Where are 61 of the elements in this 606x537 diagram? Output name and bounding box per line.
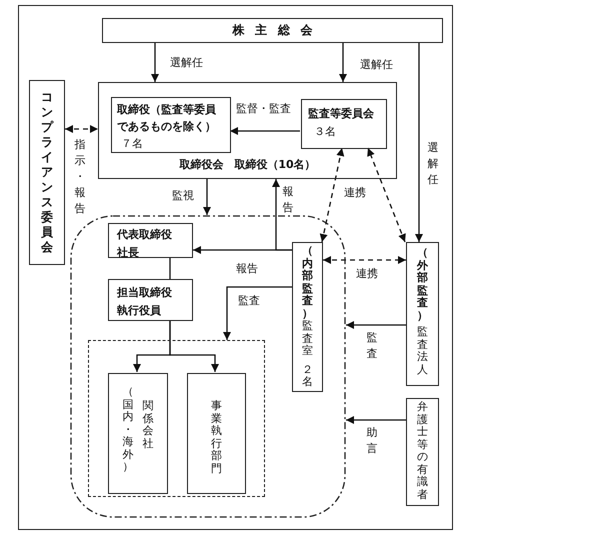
box-heading: 取締役（監査等委員であるものを除く） (117, 102, 217, 136)
arrow (230, 127, 300, 135)
box-label: （国内・海外） (122, 386, 134, 474)
edge-label: 監査 (238, 294, 260, 308)
arrow (169, 321, 219, 372)
edge-label: 選解任 (360, 58, 393, 72)
box-label: 社長 (117, 244, 140, 261)
edge-label: 助言 (366, 425, 378, 457)
officer-box (108, 279, 193, 321)
box-heading: （外部監査） (416, 247, 428, 322)
arrow (339, 43, 347, 82)
company-box (108, 373, 168, 494)
box-label: ２名 (302, 364, 314, 388)
advisor-box (406, 398, 439, 506)
box-label: ７名 (120, 136, 144, 152)
director-box (111, 97, 231, 153)
edge-label: 監督・監査 (236, 102, 291, 116)
arrow (203, 179, 211, 215)
audit-box (406, 242, 439, 386)
box-label: 監査室 (302, 320, 314, 358)
box-heading: 株主総会 (232, 22, 324, 39)
edge-label: 選解任 (427, 140, 439, 188)
box-label: 執行役員 (117, 302, 162, 319)
box-label: 事業執行部門 (210, 400, 222, 475)
committee-box (301, 99, 387, 149)
box-heading: （内部監査） (302, 245, 314, 320)
arrow (193, 246, 292, 254)
arrow (346, 416, 406, 424)
edge-label: 報告 (282, 184, 294, 216)
box-label: ３名 (313, 124, 337, 140)
edge-label: 指示・報告 (74, 137, 86, 217)
box-heading: 代表取締役 (117, 227, 173, 243)
dashed-boundary (88, 340, 265, 497)
edge-label: 監視 (172, 189, 194, 204)
edge-label: 連携 (344, 186, 366, 200)
box-label: 弁護士等の有識者 (416, 401, 428, 501)
box-heading: 担当取締役 (117, 285, 173, 301)
edge-label: 報告 (236, 262, 258, 276)
board-box (98, 82, 397, 179)
arrow (151, 43, 159, 82)
audit-box (292, 242, 323, 392)
box-heading: 取締役会 取締役（10名） (178, 157, 317, 174)
arrow (323, 256, 406, 264)
officer-box (108, 223, 193, 258)
arrow (320, 148, 344, 242)
department-box (187, 373, 246, 494)
edge-label: 選解任 (170, 56, 203, 70)
arrow (415, 43, 423, 242)
box-heading: コンプライアンス委員会 (40, 90, 54, 255)
edge-label: 連携 (356, 267, 378, 282)
connector-line (169, 258, 171, 279)
arrow (65, 125, 98, 133)
arrow (346, 321, 406, 329)
box-label: 関係会社 (142, 400, 154, 450)
edge-label: 監査 (366, 330, 378, 362)
arrow (367, 148, 406, 242)
arrow (223, 286, 292, 340)
box-label: 監査法人 (416, 326, 428, 376)
meeting-box (102, 18, 443, 43)
box-heading: 監査等委員会 (308, 106, 375, 122)
committee-box (29, 80, 65, 265)
